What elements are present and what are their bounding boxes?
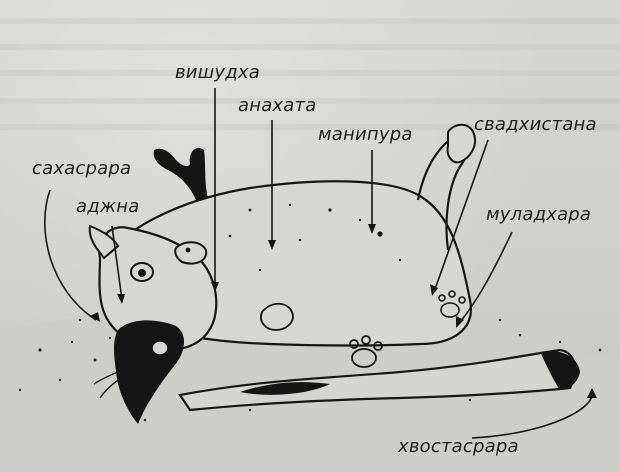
background-text-line	[0, 70, 620, 76]
background-text-line	[0, 124, 620, 130]
cat-eye-2	[151, 340, 169, 356]
cat-nose	[174, 241, 208, 265]
label-sahasrara: сахасрара	[32, 158, 132, 179]
label-manipura: манипура	[318, 124, 413, 145]
tail-tip	[540, 350, 580, 390]
arrow-ajna	[111, 225, 123, 301]
tail-stripe	[240, 382, 330, 395]
front-paw-raised	[153, 147, 208, 200]
label-tailsrara: хвостасрара	[398, 436, 519, 457]
label-ajna: аджна	[76, 196, 140, 217]
front-paw-belly	[260, 302, 294, 331]
background-text-line	[0, 44, 620, 50]
background-text-line	[0, 18, 620, 24]
background-text-line	[0, 98, 620, 104]
label-anahata: анахата	[238, 95, 317, 116]
arrow-muladhara	[459, 231, 513, 323]
nostril	[185, 247, 191, 253]
arrow-svadhisthana	[433, 139, 489, 293]
paw-pads-lower	[349, 335, 383, 368]
label-muladhara: муладхара	[486, 204, 592, 225]
arrow-sahasrara	[44, 189, 97, 321]
hind-paw	[446, 123, 476, 164]
cat-whiskers	[93, 371, 119, 399]
cat-pupil	[138, 269, 146, 277]
label-vishuddha: вишудха	[175, 62, 260, 83]
paw-pads-upper	[438, 290, 466, 318]
fur-dots	[228, 203, 402, 272]
arrows	[44, 88, 597, 439]
label-svadhisthana: свадхистана	[474, 114, 597, 135]
